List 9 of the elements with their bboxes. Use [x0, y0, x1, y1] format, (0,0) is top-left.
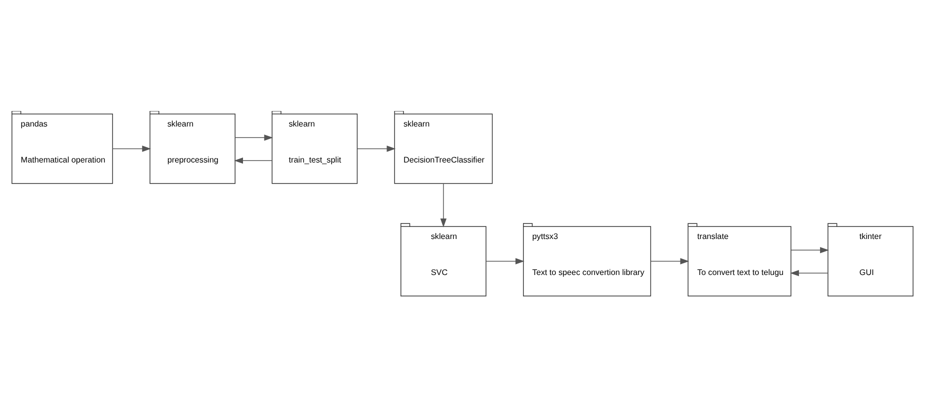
arrow [650, 258, 690, 264]
arrow [112, 145, 152, 152]
arrow [790, 269, 828, 276]
arrow [440, 182, 447, 227]
arrow [234, 134, 274, 140]
arrow [357, 145, 396, 152]
arrow [486, 258, 524, 264]
arrow [790, 246, 829, 253]
arrow [234, 156, 272, 164]
